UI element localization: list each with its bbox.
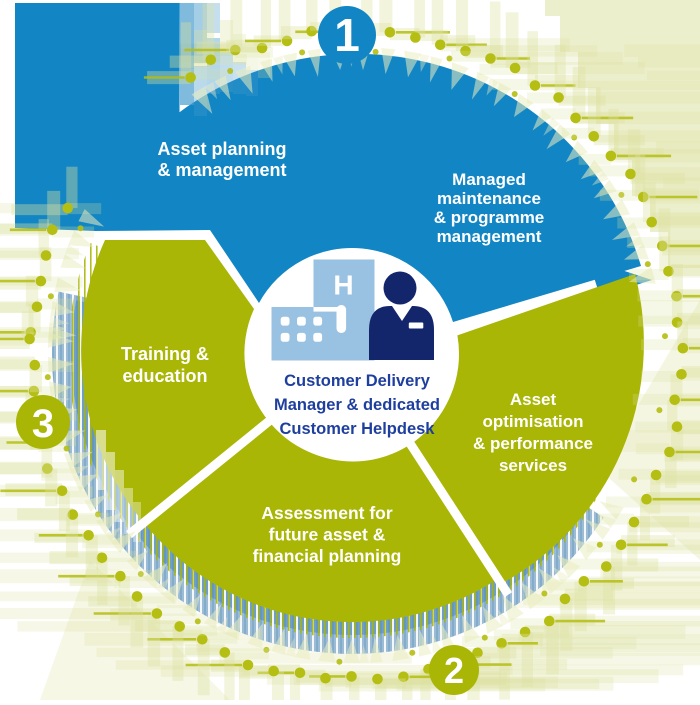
svg-text:Asset planning: Asset planning bbox=[157, 139, 286, 159]
svg-text:& programme: & programme bbox=[434, 208, 545, 227]
svg-text:Assessment for: Assessment for bbox=[261, 503, 392, 523]
svg-text:maintenance: maintenance bbox=[437, 189, 541, 208]
svg-text:1: 1 bbox=[334, 9, 360, 61]
svg-text:services: services bbox=[499, 456, 567, 475]
svg-text:optimisation: optimisation bbox=[482, 412, 583, 431]
svg-text:Customer Helpdesk: Customer Helpdesk bbox=[280, 420, 436, 438]
svg-text:future asset &: future asset & bbox=[269, 525, 386, 545]
svg-text:financial planning: financial planning bbox=[253, 546, 402, 566]
svg-text:education: education bbox=[122, 366, 207, 386]
svg-text:Customer Delivery: Customer Delivery bbox=[284, 372, 431, 390]
svg-text:Managed: Managed bbox=[452, 170, 526, 189]
svg-text:Manager & dedicated: Manager & dedicated bbox=[274, 396, 440, 414]
svg-text:Asset: Asset bbox=[510, 390, 557, 409]
svg-text:& management: & management bbox=[157, 160, 286, 180]
svg-text:& performance: & performance bbox=[473, 434, 593, 453]
svg-text:management: management bbox=[437, 227, 542, 246]
svg-text:2: 2 bbox=[444, 650, 464, 691]
svg-text:3: 3 bbox=[32, 402, 54, 446]
svg-text:Training &: Training & bbox=[121, 344, 209, 364]
svg-text:H: H bbox=[333, 270, 353, 301]
